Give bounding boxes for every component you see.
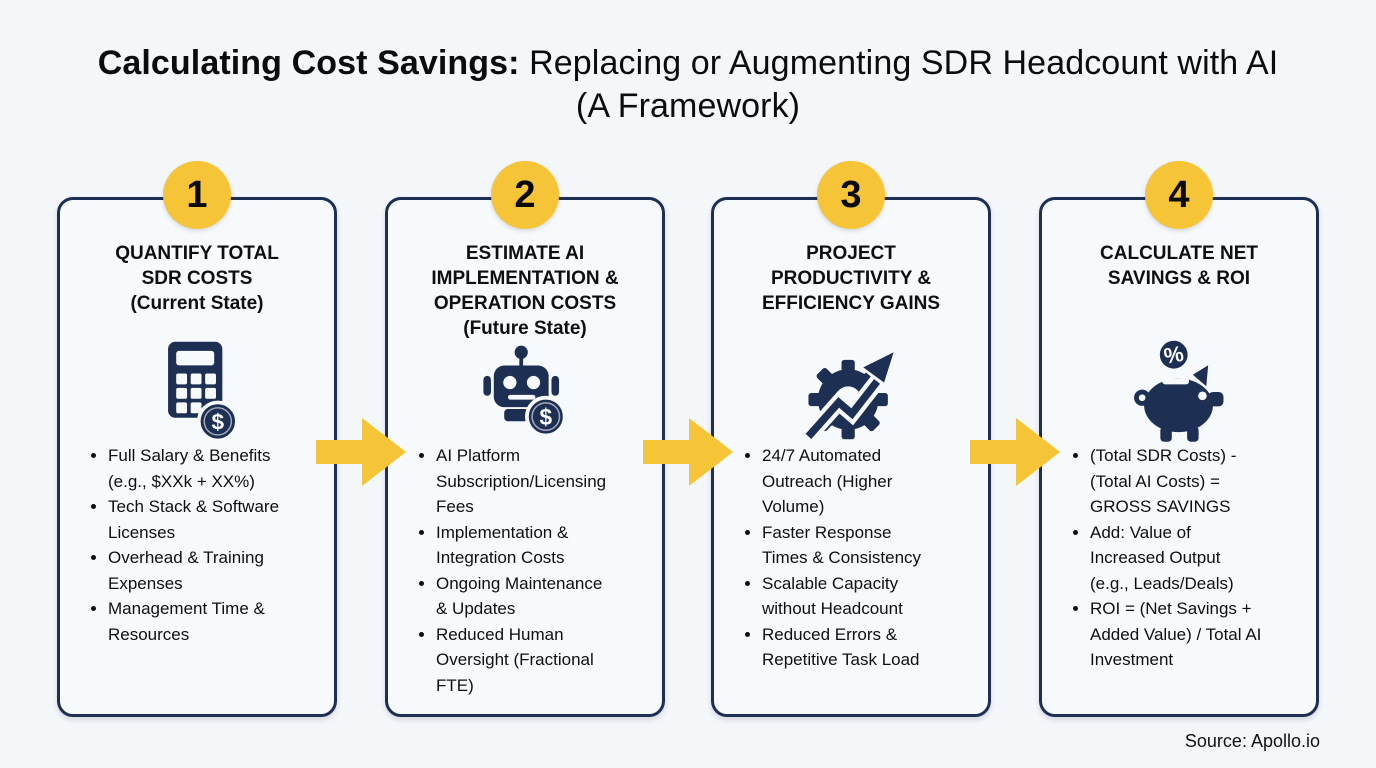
arrow-right-icon — [316, 418, 406, 486]
step-bullets: AI Platform Subscription/Licensing FeesI… — [416, 443, 608, 698]
title-line1: Calculating Cost Savings: Replacing or A… — [0, 42, 1376, 85]
step-header: QUANTIFY TOTAL SDR COSTS (Current State) — [60, 241, 334, 316]
step-number-badge: 2 — [491, 161, 559, 229]
arrow-right-icon — [643, 418, 733, 486]
step-subtitle: (Current State) — [130, 293, 264, 314]
bullet-item: Add: Value of Increased Output (e.g., Le… — [1090, 520, 1262, 597]
bullet-list: 24/7 Automated Outreach (Higher Volume)F… — [742, 443, 934, 673]
step-title: CALCULATE NET SAVINGS & ROI — [1100, 243, 1258, 289]
step-bullets: (Total SDR Costs) - (Total AI Costs) = G… — [1070, 443, 1262, 673]
bullet-item: Reduced Errors & Repetitive Task Load — [762, 622, 934, 673]
step-number-badge: 1 — [163, 161, 231, 229]
step-number-badge: 4 — [1145, 161, 1213, 229]
step-box-1: 1 QUANTIFY TOTAL SDR COSTS (Current Stat… — [57, 161, 337, 717]
step-bullets: 24/7 Automated Outreach (Higher Volume)F… — [742, 443, 934, 673]
bullet-list: Full Salary & Benefits (e.g., $XXk + XX%… — [88, 443, 280, 647]
bullet-item: Ongoing Maintenance & Updates — [436, 571, 608, 622]
arrow-right-icon — [970, 418, 1060, 486]
bullet-item: Faster Response Times & Consistency — [762, 520, 934, 571]
bullet-item: (Total SDR Costs) - (Total AI Costs) = G… — [1090, 443, 1262, 520]
step-header: ESTIMATE AI IMPLEMENTATION & OPERATION C… — [388, 241, 662, 341]
bullet-item: Overhead & Training Expenses — [108, 545, 280, 596]
page-title: Calculating Cost Savings: Replacing or A… — [0, 42, 1376, 128]
bullet-item: Full Salary & Benefits (e.g., $XXk + XX%… — [108, 443, 280, 494]
svg-text:$: $ — [539, 404, 552, 430]
bullet-item: Scalable Capacity without Headcount — [762, 571, 934, 622]
title-line2: (A Framework) — [575, 87, 801, 125]
bullet-item: AI Platform Subscription/Licensing Fees — [436, 443, 608, 520]
calculator-dollar-icon: $ — [168, 341, 239, 443]
robot-dollar-icon: $ — [483, 345, 567, 438]
step-number-badge: 3 — [817, 161, 885, 229]
step-icon-wrap — [714, 342, 988, 442]
gear-growth-arrow-icon — [802, 345, 900, 442]
bullet-item: Management Time & Resources — [108, 596, 280, 647]
step-icon-wrap: % — [1042, 337, 1316, 442]
bullet-list: AI Platform Subscription/Licensing FeesI… — [416, 443, 608, 698]
step-title: PROJECT PRODUCTIVITY & EFFICIENCY GAINS — [761, 243, 941, 314]
step-box-3: 3 PROJECT PRODUCTIVITY & EFFICIENCY GAIN… — [711, 161, 991, 717]
svg-text:%: % — [1162, 341, 1186, 369]
step-subtitle: (Future State) — [463, 318, 587, 339]
title-bold-segment: Calculating Cost Savings: — [97, 44, 520, 82]
title-regular-segment: Replacing or Augmenting SDR Headcount wi… — [519, 44, 1279, 82]
step-icon-wrap: $ — [60, 341, 334, 443]
source-attribution: Source: Apollo.io — [1184, 731, 1320, 751]
step-box-4: 4 CALCULATE NET SAVINGS & ROI % — [1039, 161, 1319, 717]
bullet-item: ROI = (Net Savings + Added Value) / Tota… — [1090, 596, 1262, 673]
bullet-item: 24/7 Automated Outreach (Higher Volume) — [762, 443, 934, 520]
step-box-2: 2 ESTIMATE AI IMPLEMENTATION & OPERATION… — [385, 161, 665, 717]
piggy-bank-percent-icon: % — [1134, 337, 1224, 442]
bullet-item: Tech Stack & Software Licenses — [108, 494, 280, 545]
step-title: QUANTIFY TOTAL SDR COSTS — [115, 243, 279, 289]
step-header: CALCULATE NET SAVINGS & ROI — [1042, 241, 1316, 291]
svg-text:$: $ — [212, 410, 225, 435]
step-header: PROJECT PRODUCTIVITY & EFFICIENCY GAINS — [714, 241, 988, 316]
bullet-item: Reduced Human Oversight (Fractional FTE) — [436, 622, 608, 699]
bullet-list: (Total SDR Costs) - (Total AI Costs) = G… — [1070, 443, 1262, 673]
step-icon-wrap: $ — [388, 342, 662, 442]
step-title: ESTIMATE AI IMPLEMENTATION & OPERATION C… — [431, 243, 619, 314]
step-bullets: Full Salary & Benefits (e.g., $XXk + XX%… — [88, 443, 280, 647]
bullet-item: Implementation & Integration Costs — [436, 520, 608, 571]
